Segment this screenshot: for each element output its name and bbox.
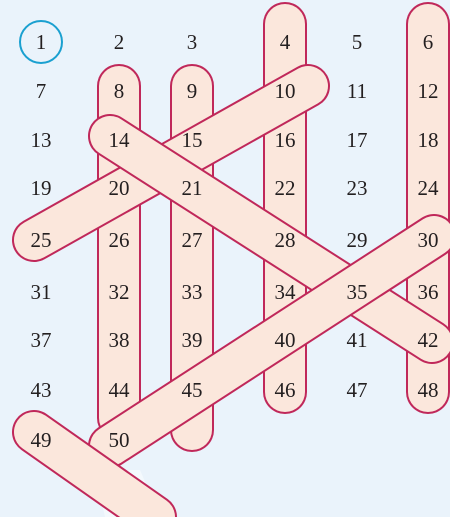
- grid-number: 4: [263, 27, 307, 57]
- grid-number: 1: [19, 27, 63, 57]
- grid-number: 47: [335, 375, 379, 405]
- grid-number: 3: [170, 27, 214, 57]
- grid-number: 35: [335, 277, 379, 307]
- grid-number: 48: [406, 375, 450, 405]
- grid-number: 43: [19, 375, 63, 405]
- grid-number: 6: [406, 27, 450, 57]
- grid-number: 5: [335, 27, 379, 57]
- grid-number: 2: [97, 27, 141, 57]
- grid-number: 25: [19, 225, 63, 255]
- grid-number: 18: [406, 125, 450, 155]
- grid-number: 31: [19, 277, 63, 307]
- grid-number: 33: [170, 277, 214, 307]
- grid-number: 42: [406, 325, 450, 355]
- grid-number: 16: [263, 125, 307, 155]
- grid-number: 40: [263, 325, 307, 355]
- grid-number: 30: [406, 225, 450, 255]
- grid-number: 10: [263, 76, 307, 106]
- grid-number: 49: [19, 425, 63, 455]
- grid-number: 44: [97, 375, 141, 405]
- grid-number: 36: [406, 277, 450, 307]
- grid-number: 27: [170, 225, 214, 255]
- grid-number: 11: [335, 76, 379, 106]
- grid-number: 17: [335, 125, 379, 155]
- grid-number: 37: [19, 325, 63, 355]
- grid-number: 8: [97, 76, 141, 106]
- grid-number: 29: [335, 225, 379, 255]
- grid-number: 9: [170, 76, 214, 106]
- grid-number: 14: [97, 125, 141, 155]
- grid-number: 21: [170, 173, 214, 203]
- grid-number: 41: [335, 325, 379, 355]
- grid-number: 12: [406, 76, 450, 106]
- grid-number: 15: [170, 125, 214, 155]
- grid-number: 32: [97, 277, 141, 307]
- grid-number: 13: [19, 125, 63, 155]
- grid-number: 19: [19, 173, 63, 203]
- grid-number: 34: [263, 277, 307, 307]
- grid-number: 45: [170, 375, 214, 405]
- grid-number: 39: [170, 325, 214, 355]
- grid-number: 22: [263, 173, 307, 203]
- grid-number: 28: [263, 225, 307, 255]
- grid-number: 46: [263, 375, 307, 405]
- grid-number: 7: [19, 76, 63, 106]
- grid-number: 23: [335, 173, 379, 203]
- grid-number: 26: [97, 225, 141, 255]
- grid-number: 50: [97, 425, 141, 455]
- grid-number: 24: [406, 173, 450, 203]
- grid-number: 38: [97, 325, 141, 355]
- grid-number: 20: [97, 173, 141, 203]
